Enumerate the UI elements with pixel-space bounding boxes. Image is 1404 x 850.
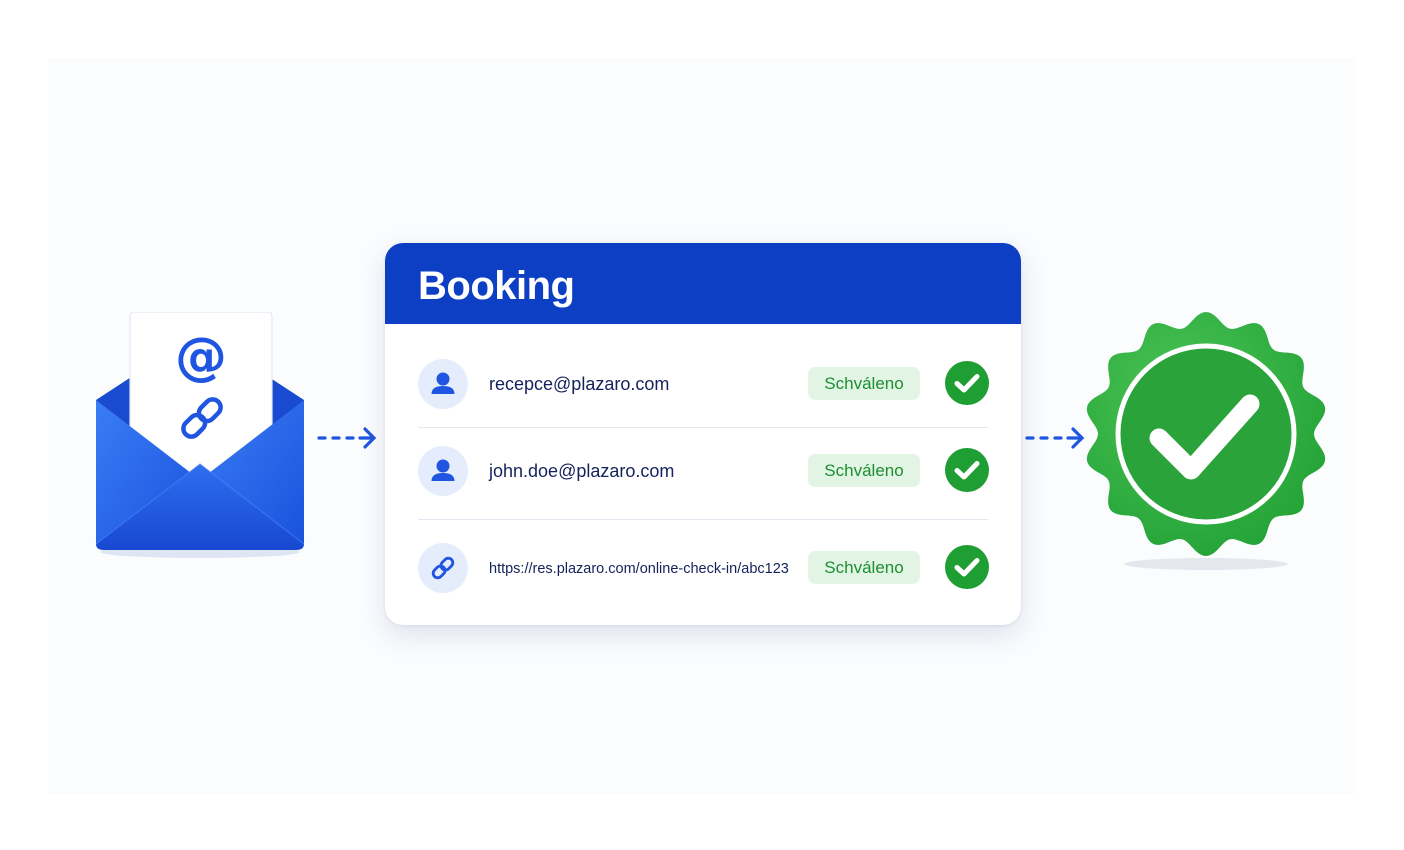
booking-title: Booking: [418, 264, 575, 308]
booking-row[interactable]: https://res.plazaro.com/online-check-in/…: [385, 528, 1021, 608]
row-divider: [418, 519, 988, 520]
booking-row[interactable]: recepce@plazaro.com Schváleno: [385, 344, 1021, 424]
row-divider: [418, 427, 988, 428]
booking-row[interactable]: john.doe@plazaro.com Schváleno: [385, 431, 1021, 511]
user-icon: [418, 359, 468, 409]
status-badge: Schváleno: [808, 454, 920, 487]
dashed-arrow-icon: [1024, 423, 1088, 453]
check-circle-icon: [945, 545, 989, 589]
link-icon: [418, 543, 468, 593]
verified-seal-icon: [1084, 306, 1328, 574]
check-circle-icon: [945, 448, 989, 492]
row-link[interactable]: https://res.plazaro.com/online-check-in/…: [489, 561, 789, 577]
booking-card: Booking recepce@plazaro.com Schváleno: [385, 243, 1021, 625]
user-icon: [418, 446, 468, 496]
booking-header: Booking: [385, 243, 1021, 324]
letter-link-icon: [181, 397, 223, 439]
status-badge: Schváleno: [808, 367, 920, 400]
svg-text:@: @: [175, 327, 227, 387]
at-sign-icon: @: [175, 327, 227, 387]
status-badge: Schváleno: [808, 551, 920, 584]
row-email: recepce@plazaro.com: [489, 374, 670, 394]
row-email: john.doe@plazaro.com: [489, 461, 675, 481]
dashed-arrow-icon: [316, 423, 380, 453]
envelope-icon: @: [92, 312, 308, 562]
check-circle-icon: [945, 361, 989, 405]
